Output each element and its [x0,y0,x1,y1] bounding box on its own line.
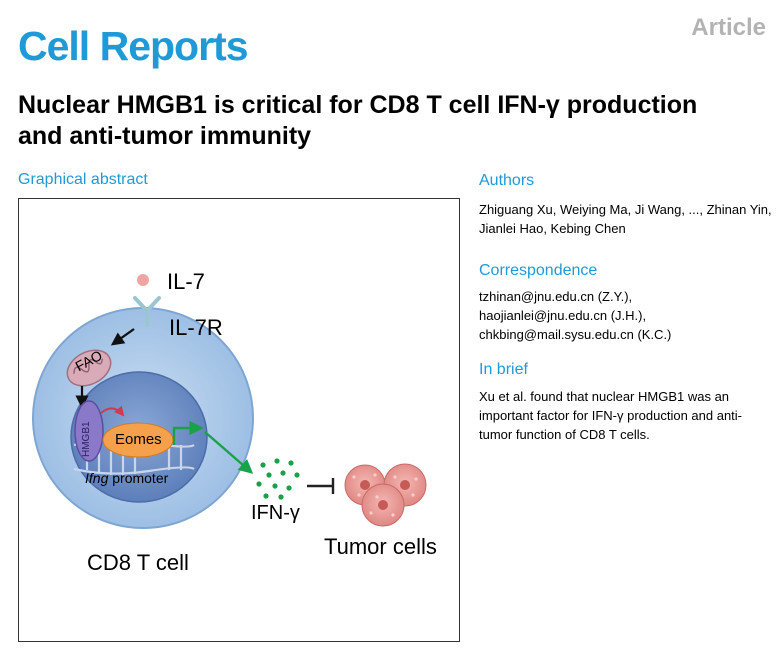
transcription-arrow [172,420,204,445]
ifn-gamma-dots [256,458,300,500]
journal-name: Cell Reports [18,23,248,69]
promoter-word: promoter [108,470,169,486]
graphical-abstract-svg [32,274,427,529]
fao-mitochondrion [66,349,112,387]
il7r-receptor [133,296,161,327]
inhibition-arrow [307,478,335,494]
article-type: Article [691,14,766,41]
hmgb1-label: HMGB1 [81,421,92,457]
correspondence-email[interactable]: chkbing@mail.sysu.edu.cn (K.C.) [479,327,672,342]
il7r-label: IL-7R [169,315,223,340]
hmgb1-eomes-arrow [100,405,125,417]
article-title: Nuclear HMGB1 is critical for CD8 T cell… [18,91,698,150]
cd8-t-cell-label: CD8 T cell [87,550,189,575]
ifn-gamma-label: IFN-γ [251,502,300,524]
ifng-promoter-label: Ifng promoter [85,471,168,485]
authors-heading: Authors [479,172,535,189]
tumor-cells [344,463,427,527]
in-brief-heading: In brief [479,361,528,378]
correspondence-email[interactable]: tzhinan@jnu.edu.cn (Z.Y.), [479,289,633,304]
eomes-label: Eomes [115,431,162,448]
tumor-cells-label: Tumor cells [324,534,437,559]
correspondence-heading: Correspondence [479,262,598,279]
correspondence-email[interactable]: haojianlei@jnu.edu.cn (J.H.), [479,308,647,323]
correspondence-list: tzhinan@jnu.edu.cn (Z.Y.), haojianlei@jn… [479,287,774,344]
secretion-arrow [204,431,254,474]
authors-text: Zhiguang Xu, Weiying Ma, Ji Wang, ..., Z… [479,202,772,236]
in-brief-text: Xu et al. found that nuclear HMGB1 was a… [479,389,743,442]
graphical-abstract-heading: Graphical abstract [18,171,148,188]
hmgb1-protein [74,400,104,462]
il7r-to-fao-arrow [110,328,135,346]
il7-label: IL-7 [167,269,205,294]
graphical-abstract-figure: IL-7 IL-7R FAO HMGB1 Eomes Ifng promoter… [18,198,460,642]
il7-ligand [137,274,149,286]
ifng-gene: Ifng [85,470,109,486]
